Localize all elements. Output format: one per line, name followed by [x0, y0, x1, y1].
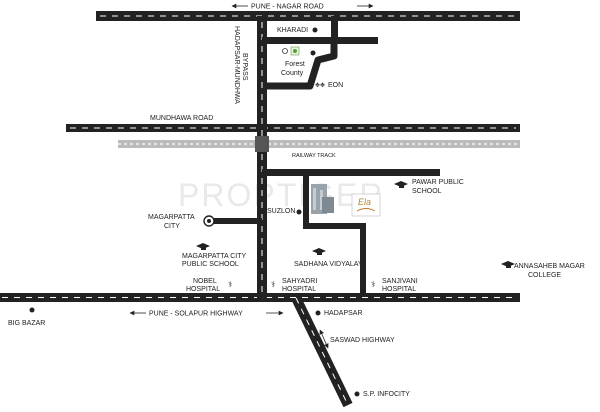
project-logo-icon: Ela	[351, 193, 381, 217]
pawar-school-label-line2: SCHOOL	[412, 188, 442, 195]
annasaheb-college-label-line2: COLLEGE	[528, 272, 561, 279]
pawar-school-label-line1: PAWAR PUBLIC	[412, 179, 464, 186]
hadapsar-label: HADAPSAR	[324, 310, 363, 317]
bypass-label-line2: BYPASS	[241, 53, 248, 81]
eon-logo-icon: ✥✥	[315, 82, 325, 89]
suzlon-location-dot-icon	[296, 209, 302, 215]
sp-infocity-label: S.P. INFOCITY	[363, 391, 410, 398]
kharadi-label: KHARADI	[277, 27, 308, 34]
pune-solapur-highway-label: PUNE - SOLAPUR HIGHWAY	[149, 311, 243, 318]
kharadi-location-dot-icon	[312, 27, 318, 33]
magarpatta-school-label-line2: PUBLIC SCHOOL	[182, 261, 239, 268]
railway-track	[118, 136, 520, 152]
forest-county-label-line1: Forest	[285, 61, 305, 68]
pune-nagar-road-label: PUNE - NAGAR ROAD	[251, 4, 324, 11]
saswad-highway-label: SASWAD HIGHWAY	[330, 337, 395, 344]
sadhana-school-label: SADHANA VIDYALAY	[294, 261, 363, 268]
annasaheb-college-icon	[501, 261, 515, 268]
project-building	[311, 184, 334, 214]
forest-county-logo-icon	[282, 46, 300, 56]
sahyadri-hospital-label-line1: SAHYADRI	[282, 278, 317, 285]
magarpatta-target-marker-icon	[203, 215, 215, 227]
svg-text:Ela: Ela	[358, 197, 371, 207]
magarpatta-school-label-line1: MAGARPATTA CITY	[182, 253, 247, 260]
magarpatta-label-line1: MAGARPATTA	[148, 214, 195, 221]
magarpatta-school-icon	[196, 243, 210, 250]
forest-county-location-dot-icon	[310, 50, 316, 56]
forest-county-label-line2: County	[281, 70, 304, 77]
big-bazar-label: BIG BAZAR	[8, 320, 45, 327]
annasaheb-college-label-line1: ANNASAHEB MAGAR	[514, 263, 585, 270]
nobel-hospital-label-line2: HOSPITAL	[186, 286, 220, 293]
sanjivani-hospital-icon: ⚕	[371, 280, 375, 289]
mundhawa-road	[66, 124, 520, 132]
pawar-school-icon	[394, 181, 408, 188]
big-bazar-location-dot-icon	[29, 307, 35, 313]
railway-crossing	[255, 136, 269, 152]
magarpatta-label-line2: CITY	[164, 223, 180, 230]
roads	[0, 11, 520, 408]
mundhawa-road-label: MUNDHAWA ROAD	[150, 115, 213, 122]
sahyadri-hospital-icon: ⚕	[271, 280, 275, 289]
watermark: PROPTIGER	[178, 177, 384, 213]
eon-label: EON	[328, 82, 343, 89]
nobel-hospital-icon: ⚕	[228, 280, 232, 289]
hadapsar-location-dot-icon	[315, 310, 321, 316]
sanjivani-hospital-label-line1: SANJIVANI	[382, 278, 418, 285]
sahyadri-hospital-label-line2: HOSPITAL	[282, 286, 316, 293]
sp-infocity-location-dot-icon	[354, 391, 360, 397]
railway-track-label: RAILWAY TRACK	[292, 153, 336, 159]
suzlon-label: SUZLON	[267, 208, 295, 215]
sanjivani-hospital-label-line2: HOSPITAL	[382, 286, 416, 293]
bypass-label-line1: HADAPSAR-MUNDHWA	[233, 26, 240, 104]
sadhana-school-icon	[312, 248, 326, 255]
nobel-hospital-label-line1: NOBEL	[193, 278, 217, 285]
